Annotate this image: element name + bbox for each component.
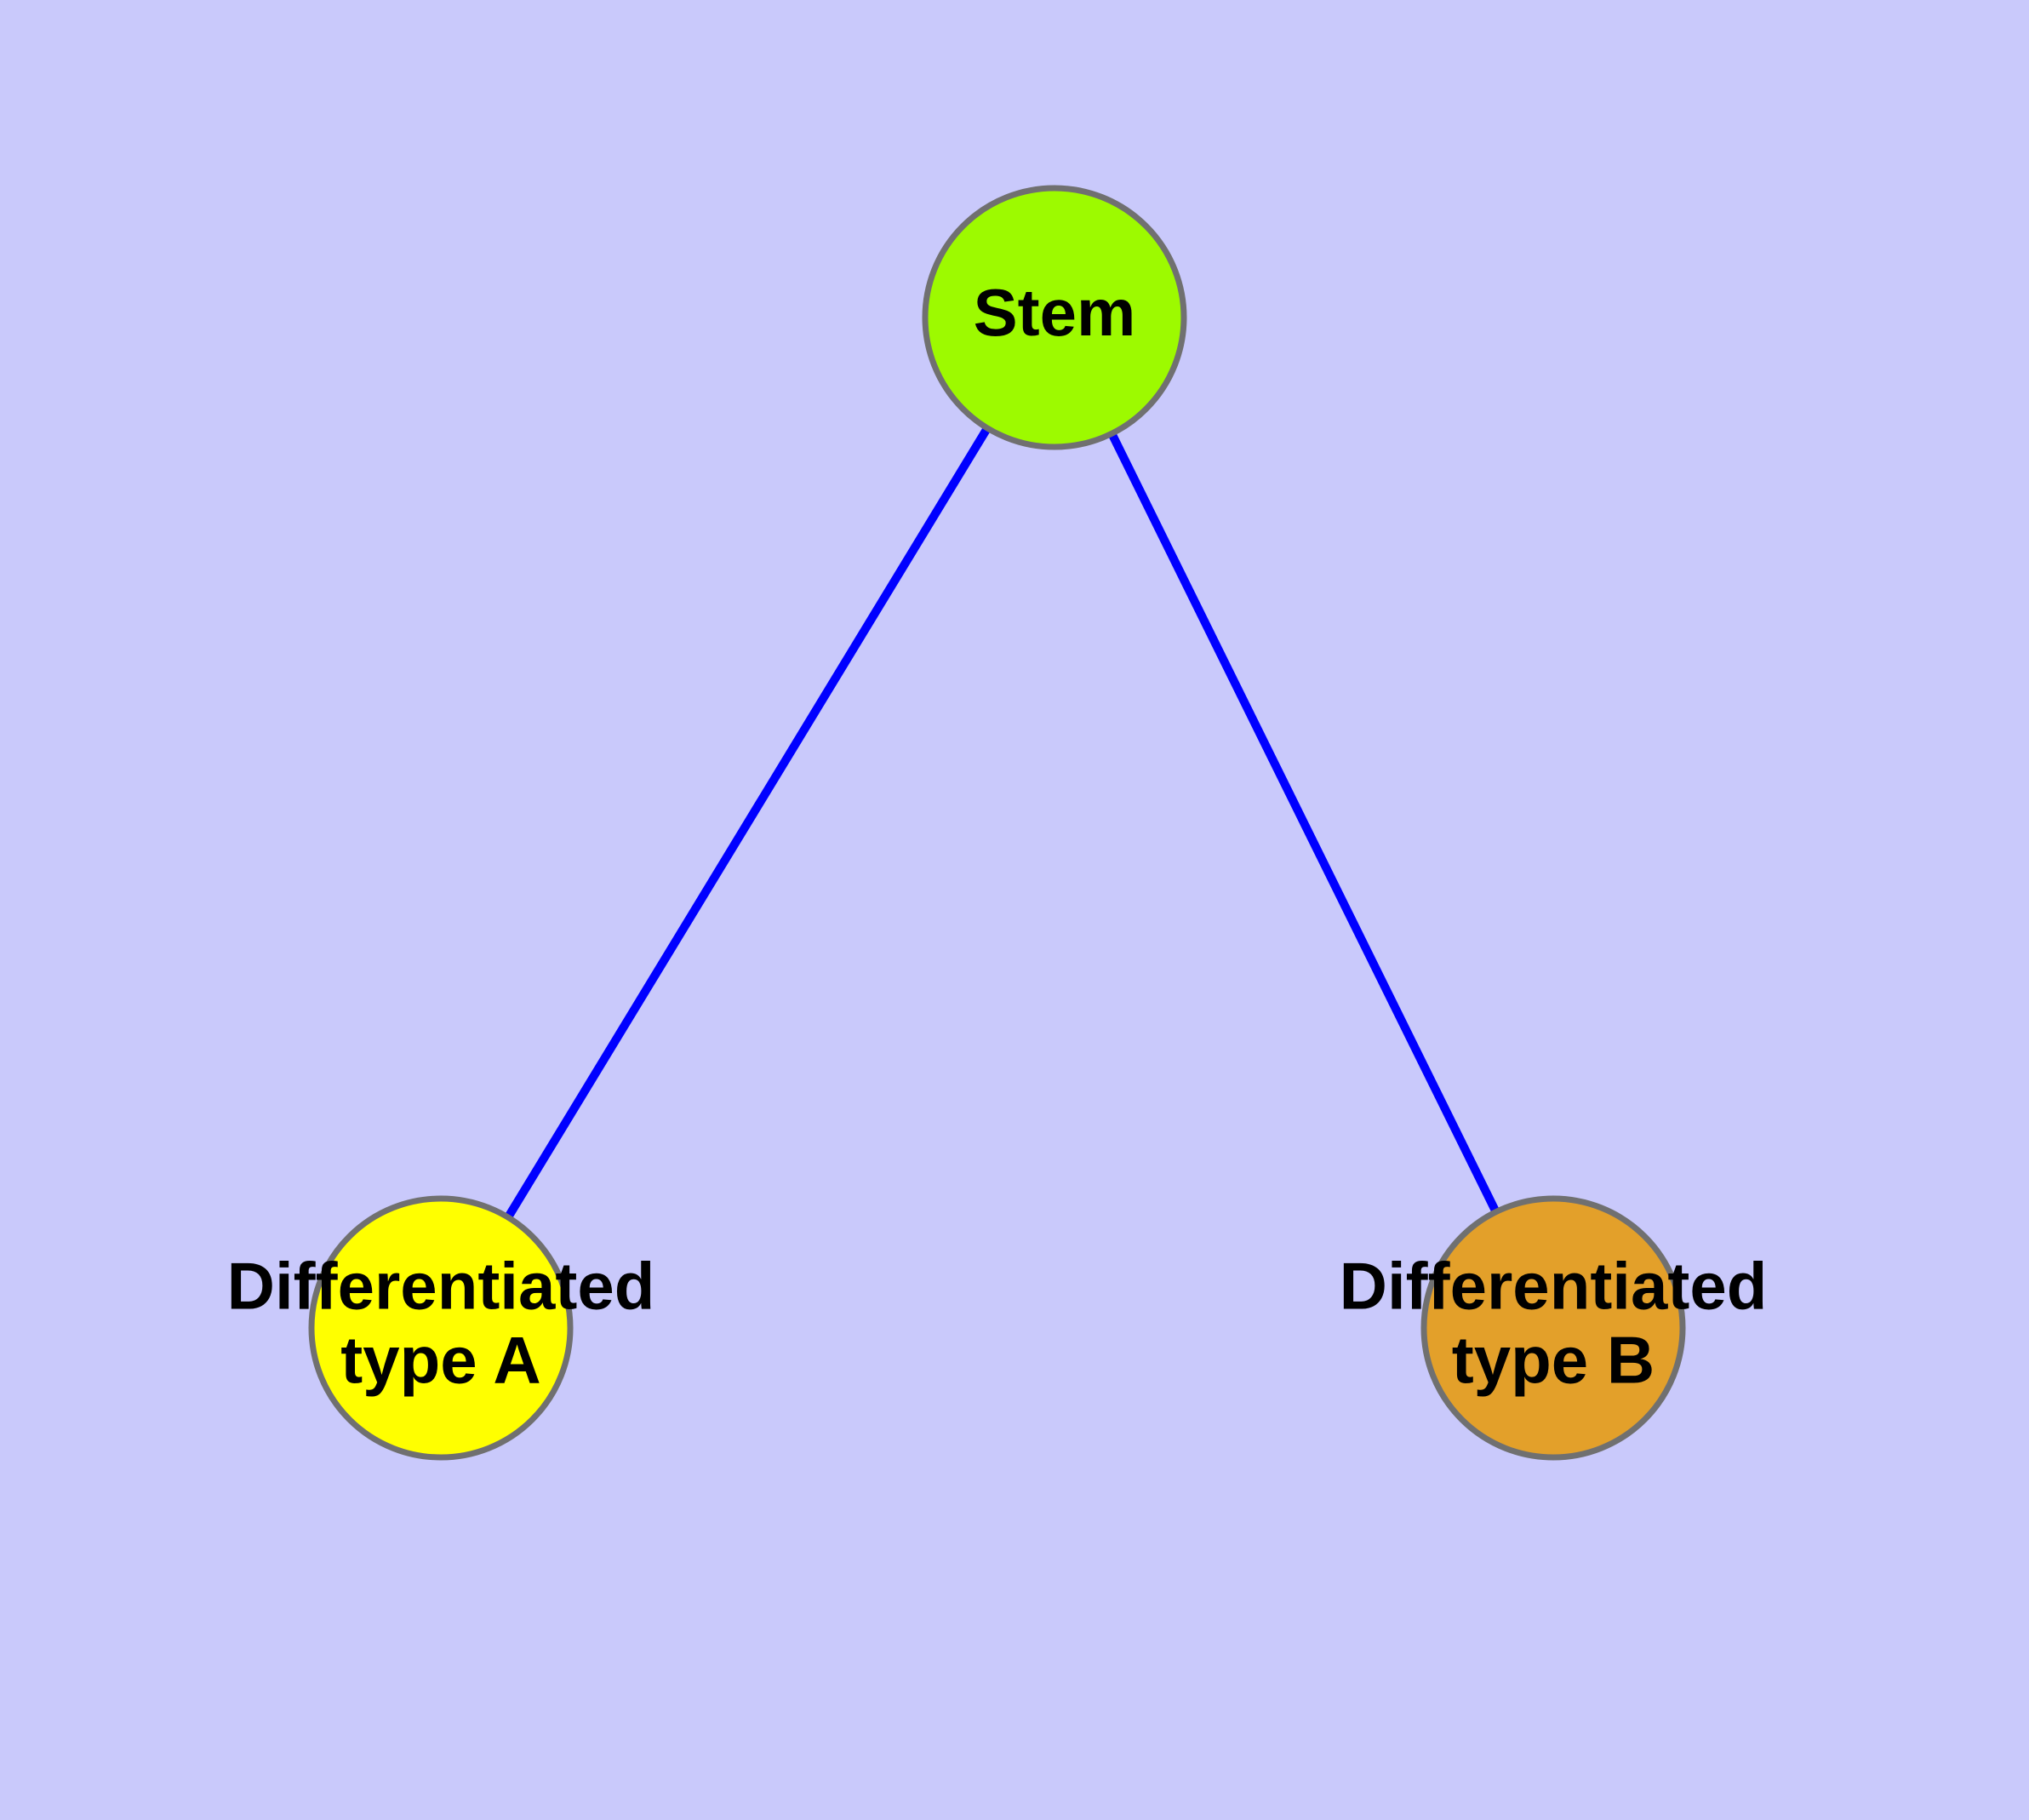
graph-edge-stem-to-diff-b[interactable]	[1106, 428, 1501, 1217]
graph-node-stem[interactable]	[922, 185, 1187, 450]
graph-node-label-line: type A	[340, 1322, 541, 1397]
graph-node-label-line: Stem	[974, 275, 1136, 350]
graph-node-label-line: Differentiated	[1340, 1248, 1768, 1323]
nodes-layer	[308, 185, 1686, 1461]
graph-node-diff-a[interactable]	[308, 1195, 574, 1461]
graph-node-label-line: type B	[1452, 1322, 1655, 1397]
graph-node-label-stem: Stem	[974, 275, 1136, 350]
graph-node-label-line: Differentiated	[227, 1248, 655, 1323]
graph-edge-stem-to-diff-a[interactable]	[502, 422, 993, 1223]
graph-node-diff-b[interactable]	[1420, 1195, 1686, 1461]
edges-layer	[502, 422, 1501, 1223]
